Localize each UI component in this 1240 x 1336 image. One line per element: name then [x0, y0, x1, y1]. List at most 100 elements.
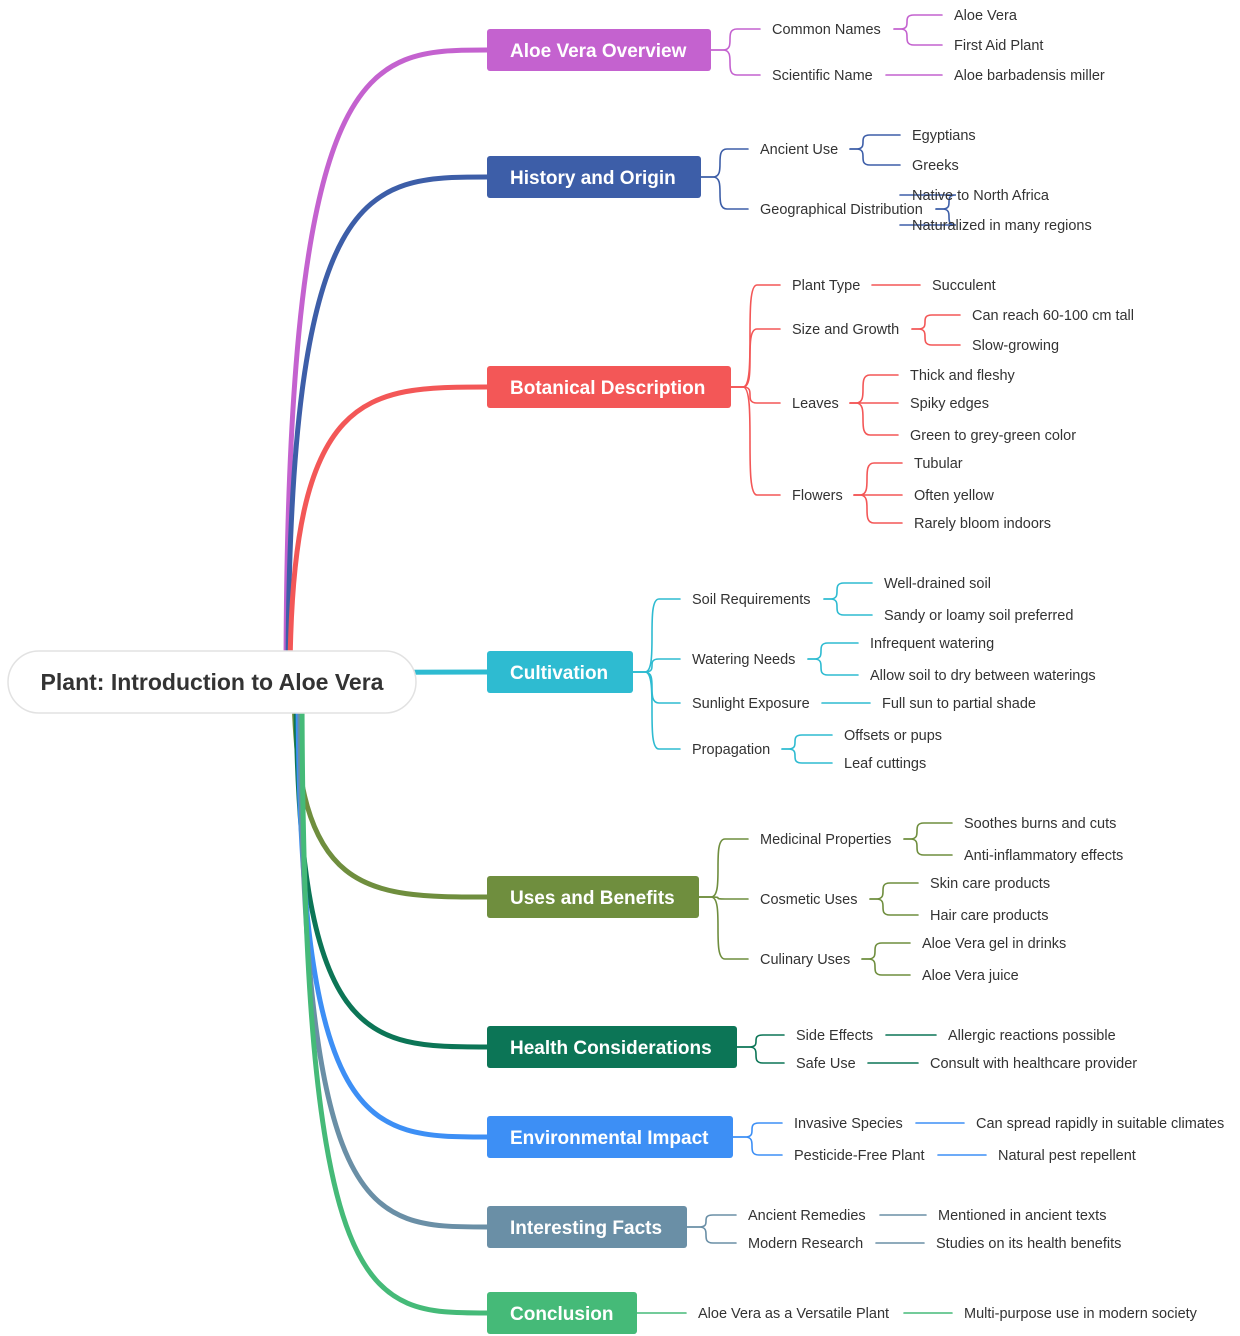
detail-label[interactable]: Can spread rapidly in suitable climates	[976, 1116, 1224, 1132]
branch-node[interactable]: Health Considerations	[487, 1026, 737, 1068]
detail-label[interactable]: Soothes burns and cuts	[964, 816, 1116, 832]
detail-link	[911, 328, 961, 346]
subtopic-node[interactable]: Watering Needs	[680, 652, 795, 668]
branch-node[interactable]: Cultivation	[487, 651, 633, 693]
subtopic-node[interactable]: Ancient Remedies	[736, 1208, 866, 1224]
subtopic-label: Propagation	[692, 742, 770, 758]
detail-label[interactable]: Tubular	[914, 456, 963, 472]
detail-label[interactable]: Mentioned in ancient texts	[938, 1208, 1106, 1224]
subtopic-label: Culinary Uses	[760, 952, 850, 968]
root-link-5	[293, 679, 490, 1050]
detail-label[interactable]: Rarely bloom indoors	[914, 516, 1051, 532]
detail-label[interactable]: Skin care products	[930, 876, 1050, 892]
branch-node[interactable]: Botanical Description	[487, 366, 731, 408]
subtopic-node[interactable]: Propagation	[680, 742, 770, 758]
detail-label[interactable]: Leaf cuttings	[844, 756, 926, 772]
mind-map-nodes: Aloe Vera Overview Common Names Aloe VeraF…	[487, 8, 1224, 1334]
branch-node[interactable]: History and Origin	[487, 156, 701, 198]
detail-label[interactable]: Can reach 60-100 cm tall	[972, 308, 1134, 324]
branch-link-2	[730, 386, 781, 496]
detail-label[interactable]: Anti-inflammatory effects	[964, 848, 1123, 864]
subtopic-node[interactable]: Invasive Species	[782, 1116, 903, 1132]
detail-label[interactable]: Slow-growing	[972, 338, 1059, 354]
branch-node[interactable]: Environmental Impact	[487, 1116, 733, 1158]
connector-lines	[283, 14, 987, 1316]
detail-label[interactable]: Allergic reactions possible	[948, 1028, 1116, 1044]
branch-link-0	[710, 28, 761, 51]
detail-label[interactable]: Egyptians	[912, 128, 976, 144]
detail-link	[849, 374, 899, 404]
detail-link	[893, 14, 943, 30]
subtopic-label: Aloe Vera as a Versatile Plant	[698, 1306, 889, 1322]
detail-label[interactable]: Greeks	[912, 158, 959, 174]
subtopic-node[interactable]: Safe Use	[784, 1056, 856, 1072]
branch-label: Interesting Facts	[510, 1218, 662, 1239]
detail-label[interactable]: Multi-purpose use in modern society	[964, 1306, 1198, 1322]
detail-label[interactable]: Often yellow	[914, 488, 994, 504]
branch-link-1	[700, 148, 749, 178]
subtopic-node[interactable]: Modern Research	[736, 1236, 863, 1252]
detail-label[interactable]: Offsets or pups	[844, 728, 942, 744]
detail-label[interactable]: First Aid Plant	[954, 38, 1043, 54]
detail-label[interactable]: Infrequent watering	[870, 636, 994, 652]
branch-node[interactable]: Conclusion	[487, 1292, 637, 1334]
subtopic-node[interactable]: Size and Growth	[780, 322, 899, 338]
branch-link-1	[700, 176, 749, 210]
detail-link	[853, 462, 903, 496]
branch-box	[487, 876, 699, 918]
subtopic-node[interactable]: Culinary Uses	[748, 952, 850, 968]
subtopic-node[interactable]: Scientific Name	[760, 68, 873, 84]
detail-label[interactable]: Naturalized in many regions	[912, 218, 1092, 234]
subtopic-node[interactable]: Common Names	[760, 22, 881, 38]
detail-label[interactable]: Natural pest repellent	[998, 1148, 1136, 1164]
subtopic-node[interactable]: Flowers	[780, 488, 843, 504]
branch-node[interactable]: Interesting Facts	[487, 1206, 687, 1248]
branch-box	[487, 651, 633, 693]
detail-label[interactable]: Allow soil to dry between waterings	[870, 668, 1096, 684]
detail-label[interactable]: Aloe Vera juice	[922, 968, 1019, 984]
branch-link-2	[730, 386, 781, 404]
detail-label[interactable]: Aloe Vera gel in drinks	[922, 936, 1066, 952]
detail-label[interactable]: Native to North Africa	[912, 188, 1050, 204]
detail-label[interactable]: Aloe barbadensis miller	[954, 68, 1105, 84]
detail-link	[823, 582, 873, 600]
subtopic-node[interactable]: Ancient Use	[748, 142, 838, 158]
subtopic-node[interactable]: Side Effects	[784, 1028, 873, 1044]
root-node[interactable]: Plant: Introduction to Aloe Vera	[7, 650, 417, 714]
detail-link	[903, 838, 953, 856]
detail-label[interactable]: Aloe Vera	[954, 8, 1018, 24]
detail-label[interactable]: Spiky edges	[910, 396, 989, 412]
branch-box	[487, 366, 731, 408]
subtopic-node[interactable]: Cosmetic Uses	[748, 892, 858, 908]
subtopic-node[interactable]: Pesticide-Free Plant	[782, 1148, 925, 1164]
detail-label[interactable]: Well-drained soil	[884, 576, 991, 592]
detail-label[interactable]: Full sun to partial shade	[882, 696, 1036, 712]
subtopic-node[interactable]: Medicinal Properties	[748, 832, 891, 848]
subtopic-label: Side Effects	[796, 1028, 873, 1044]
detail-link	[869, 882, 919, 900]
subtopic-node[interactable]: Leaves	[780, 396, 839, 412]
detail-link	[861, 958, 911, 976]
branch-label: Environmental Impact	[510, 1128, 709, 1149]
branch-node[interactable]: Aloe Vera Overview	[487, 29, 711, 71]
subtopic-label: Safe Use	[796, 1056, 856, 1072]
detail-link	[861, 942, 911, 960]
detail-label[interactable]: Succulent	[932, 278, 996, 294]
branch-node[interactable]: Uses and Benefits	[487, 876, 699, 918]
subtopic-node[interactable]: Sunlight Exposure	[680, 696, 810, 712]
subtopic-node[interactable]: Aloe Vera as a Versatile Plant	[686, 1306, 889, 1322]
subtopic-node[interactable]: Plant Type	[780, 278, 860, 294]
subtopic-label: Watering Needs	[692, 652, 795, 668]
detail-label[interactable]: Consult with healthcare provider	[930, 1056, 1137, 1072]
detail-label[interactable]: Hair care products	[930, 908, 1048, 924]
subtopic-node[interactable]: Geographical Distribution	[748, 202, 923, 218]
detail-label[interactable]: Green to grey-green color	[910, 428, 1076, 444]
detail-label[interactable]: Studies on its health benefits	[936, 1236, 1121, 1252]
branch-link-0	[710, 49, 761, 76]
detail-label[interactable]: Sandy or loamy soil preferred	[884, 608, 1073, 624]
subtopic-label: Modern Research	[748, 1236, 863, 1252]
detail-label[interactable]: Thick and fleshy	[910, 368, 1016, 384]
subtopic-label: Soil Requirements	[692, 592, 810, 608]
subtopic-label: Common Names	[772, 22, 881, 38]
subtopic-node[interactable]: Soil Requirements	[680, 592, 810, 608]
